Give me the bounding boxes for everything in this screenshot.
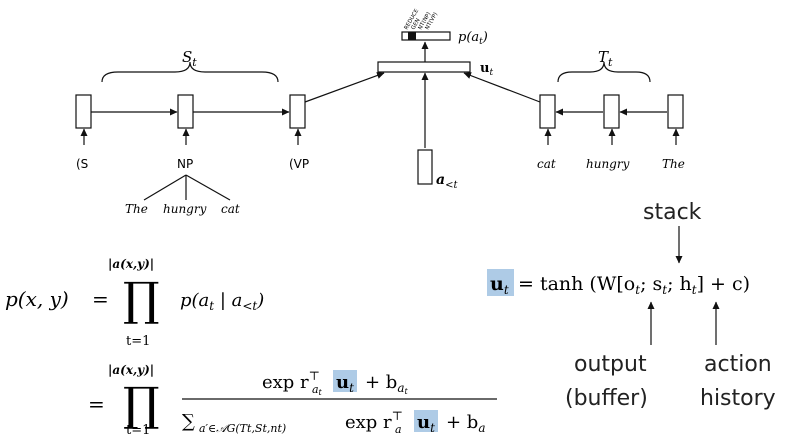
buffer-brace — [557, 61, 651, 83]
history-label: a<t — [436, 172, 458, 191]
buffer-to-u-arrow — [463, 72, 541, 103]
action-name-2: GEN — [411, 18, 422, 31]
prod-lower-1: t=1 — [126, 334, 150, 349]
stack-token-3: (VP — [289, 157, 309, 171]
stack-brace-label: St — [182, 48, 197, 69]
prod-upper-1: |a(x,y)| — [108, 257, 154, 271]
action-prob-max — [408, 32, 416, 40]
buffer-cell-3 — [667, 94, 684, 129]
lhs: p(x, y) — [5, 287, 69, 311]
joint-probability-equation: |a(x,y)| ∏ t=1 p(x, y) = p(at | a<t) |a(… — [5, 257, 497, 438]
history-cell — [417, 149, 433, 185]
stack-cell-1 — [75, 94, 92, 129]
u-label: ut — [480, 61, 493, 78]
denominator-sum: ∑ — [182, 411, 195, 432]
denominator-sum-sub: a′∈𝒜G(Tt,St,nt) — [199, 422, 286, 435]
buffer-token-2: hungry — [586, 157, 630, 171]
numerator: exp r⊤at — [262, 369, 323, 397]
prob-label: p(at) — [458, 30, 488, 47]
buffer-token-1: cat — [537, 157, 556, 171]
np-child-3: cat — [221, 202, 240, 216]
buffer-brace-label: Tt — [598, 48, 613, 69]
equals-1: = — [92, 287, 109, 311]
stack-cell-3 — [289, 94, 306, 129]
numerator-u: ut — [336, 372, 354, 395]
u-highlight-numerator — [333, 370, 357, 392]
u-eq-lhs: ut — [490, 273, 509, 297]
stack-cell-2 — [177, 94, 194, 129]
np-child-2: hungry — [163, 202, 207, 216]
stack-annotation: stack — [643, 200, 702, 225]
action-names: REDUCE GEN NT(NP) NT(VP) — [404, 8, 440, 31]
output-annotation-line2: (buffer) — [565, 386, 648, 411]
np-tree-edge-3 — [185, 174, 231, 201]
equals-2: = — [88, 392, 105, 416]
action-prob-vector — [401, 31, 451, 41]
u-highlight-denominator — [414, 410, 438, 432]
denominator-u: ut — [417, 412, 435, 435]
np-tree-edge-1 — [143, 174, 187, 201]
u-highlight-definition — [487, 269, 514, 296]
prod-symbol-1: ∏ — [123, 272, 160, 326]
u-definition-equation: stack ut = tanh (W[ot; st; ht] + c) outp… — [487, 200, 776, 411]
stack-token-2: NP — [177, 157, 193, 171]
numerator-bias: + bat — [365, 372, 408, 396]
stack-braces — [101, 61, 279, 83]
np-child-1: The — [125, 202, 148, 216]
u-vector — [377, 61, 471, 73]
action-annotation-line2: history — [700, 386, 776, 411]
prod-upper-2: |a(x,y)| — [108, 363, 154, 377]
denominator-exp: exp r⊤a — [345, 409, 403, 436]
prod-lower-2: t=1 — [126, 423, 150, 438]
prod-symbol-2: ∏ — [123, 377, 160, 431]
buffer-cell-1 — [539, 94, 556, 129]
denominator-bias: + ba — [446, 412, 485, 435]
output-annotation-line1: output — [574, 352, 647, 377]
u-eq-rhs: = tanh (W[ot; st; ht] + c) — [518, 273, 750, 297]
buffer-token-3: The — [662, 157, 685, 171]
stack-to-u-arrow — [304, 72, 385, 103]
stack-token-1: (S — [76, 157, 88, 171]
factor: p(at | a<t) — [180, 290, 264, 313]
action-annotation-line1: action — [704, 352, 772, 377]
buffer-cell-2 — [603, 94, 620, 129]
